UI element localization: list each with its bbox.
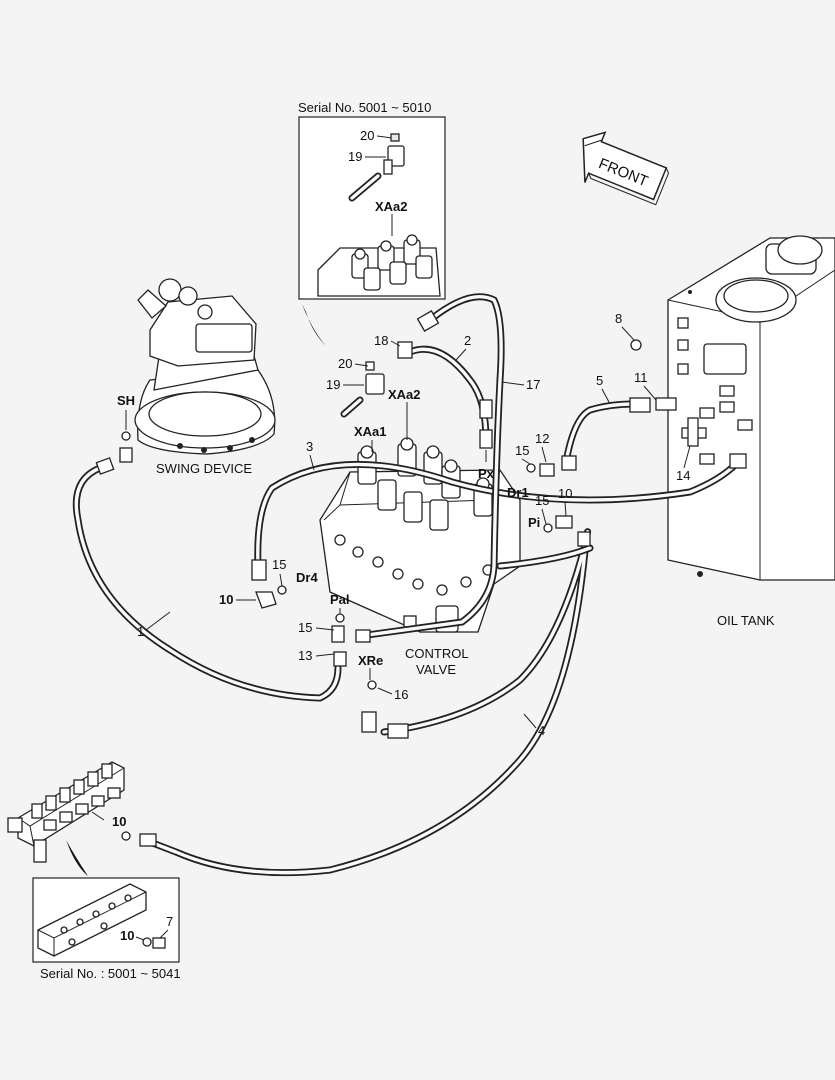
inset-serial-5001-5010: Serial No. 5001 ~ 5010 20 19 XAa2 <box>298 100 446 300</box>
callout-4: 4 <box>538 723 545 738</box>
inset-serial-5001-5041: 10 7 Serial No. : 5001 ~ 5041 <box>32 877 181 981</box>
callout-15-pi: 15 <box>535 493 549 508</box>
port-pal: Pal <box>330 592 350 607</box>
swing-device-label: SWING DEVICE <box>156 461 252 476</box>
swing-device: SWING DEVICE <box>134 278 276 476</box>
port-pi: Pi <box>528 515 540 530</box>
callout-3: 3 <box>306 439 313 454</box>
callout-1: 1 <box>137 624 144 639</box>
port-xre: XRe <box>358 653 383 668</box>
port-dr1: Dr1 <box>507 485 529 500</box>
callout-10-right: 10 <box>558 486 572 501</box>
port-dr4: Dr4 <box>296 570 318 585</box>
callout-8: 8 <box>615 311 622 326</box>
callout-2: 2 <box>464 333 471 348</box>
callout-19: 19 <box>326 377 340 392</box>
callout-10-left: 10 <box>219 592 233 607</box>
oil-tank-label: OIL TANK <box>717 613 775 628</box>
inset-bottom-callout-10: 10 <box>120 928 134 943</box>
callout-5: 5 <box>596 373 603 388</box>
callout-12: 12 <box>535 431 549 446</box>
port-sh: SH <box>117 393 135 408</box>
inset-top-pointer <box>302 304 326 346</box>
callout-14: 14 <box>676 468 690 483</box>
callout-17: 17 <box>526 377 540 392</box>
callout-10-manifold: 10 <box>112 814 126 829</box>
callout-11: 11 <box>634 370 648 385</box>
inset-top-serial-label: Serial No. 5001 ~ 5010 <box>298 100 431 115</box>
oil-tank: OIL TANK <box>667 235 835 628</box>
inset-top-callout-20: 20 <box>360 128 374 143</box>
callout-18: 18 <box>374 333 388 348</box>
port-xaa2: XAa2 <box>388 387 421 402</box>
callout-13: 13 <box>298 648 312 663</box>
inset-bottom-serial-label: Serial No. : 5001 ~ 5041 <box>40 966 181 981</box>
callout-15-px: 15 <box>515 443 529 458</box>
manifold-block <box>7 761 125 863</box>
inset-top-callout-19: 19 <box>348 149 362 164</box>
callout-15-pal: 15 <box>298 620 312 635</box>
port-px: Px <box>478 466 495 481</box>
hose-group <box>72 293 740 877</box>
port-xaa1: XAa1 <box>354 424 387 439</box>
control-valve-label-line2: VALVE <box>416 662 456 677</box>
front-arrow: FRONT <box>582 131 670 206</box>
fittings <box>95 310 747 847</box>
callout-20: 20 <box>338 356 352 371</box>
callout-15-left: 15 <box>272 557 286 572</box>
inset-bottom-callout-7: 7 <box>166 914 173 929</box>
hose-5 <box>562 400 638 466</box>
inset-top-port-xaa2: XAa2 <box>375 199 408 214</box>
port-labels: XAa2 XAa1 Px Dr1 Pi Dr4 Pal XRe <box>296 387 540 680</box>
callout-16: 16 <box>394 687 408 702</box>
hose-2 <box>406 345 490 444</box>
inset-bottom-pointer <box>66 840 88 876</box>
control-valve-label-line1: CONTROL <box>405 646 469 661</box>
callout-labels: 1 2 3 4 5 8 10 10 10 11 12 13 14 15 15 1… <box>91 311 691 829</box>
